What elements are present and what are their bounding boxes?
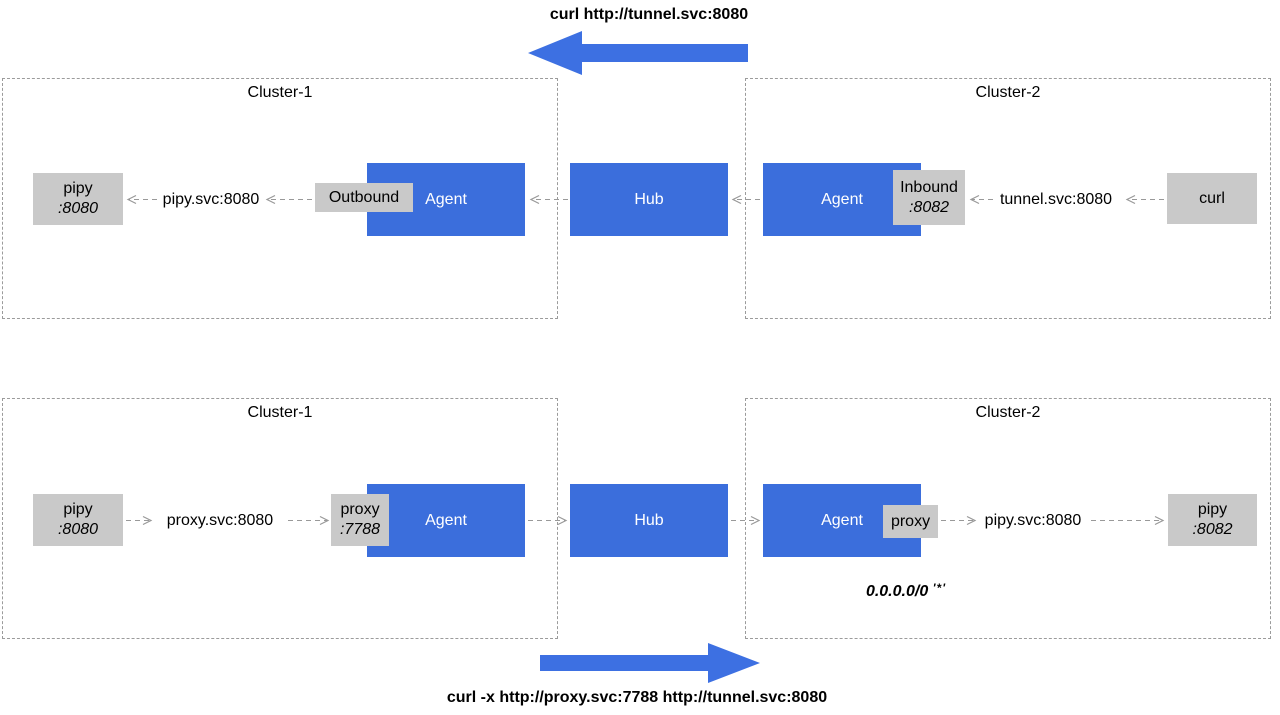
cluster-title: Cluster-2 [975, 404, 1041, 421]
node-port: :8080 [57, 200, 99, 217]
pipy-node-bottom-right: pipy :8082 [1168, 494, 1257, 546]
node-label: curl [1199, 189, 1225, 207]
bottom-flow-arrow-right [540, 643, 760, 683]
node-label: pipy [1197, 501, 1228, 518]
top-cluster-2: Cluster-2 [745, 78, 1271, 319]
top-flow-arrow-left [528, 31, 748, 75]
cidr-annotation: 0.0.0.0/0 '*' [826, 581, 986, 601]
node-port: :8080 [57, 521, 99, 538]
node-label: pipy [63, 180, 93, 197]
top-cluster-1: Cluster-1 [2, 78, 558, 319]
cluster-title: Cluster-2 [975, 84, 1041, 101]
tag-label: Outbound [328, 188, 400, 206]
hub-node-bottom: Hub [570, 484, 728, 557]
cluster-title: Cluster-1 [247, 404, 313, 421]
pipy-node-bottom-left: pipy :8080 [33, 494, 123, 546]
node-label: Agent [821, 190, 863, 208]
tag-label: proxy [340, 501, 380, 518]
proxy-tag: proxy [883, 505, 938, 538]
node-label: pipy [63, 501, 93, 518]
service-label-proxy-svc: proxy.svc:8080 [166, 512, 274, 529]
cidr-text: 0.0.0.0/0 [865, 583, 929, 600]
node-port: :8082 [1192, 521, 1233, 538]
proxy-port-tag: proxy :7788 [331, 494, 389, 546]
bottom-cluster-2: Cluster-2 [745, 398, 1271, 639]
tag-port: :8082 [908, 198, 950, 216]
agent-node-cluster2-bottom: Agent [763, 484, 921, 557]
hub-node-top: Hub [570, 163, 728, 236]
node-label: Hub [634, 190, 664, 208]
tag-label: proxy [890, 512, 931, 530]
wildcard-text: '*' [932, 581, 947, 595]
node-label: Agent [425, 511, 467, 529]
node-label: Agent [821, 511, 863, 529]
bottom-flow-caption: curl -x http://proxy.svc:7788 http://tun… [446, 689, 828, 706]
node-label: Hub [634, 511, 664, 529]
top-flow-caption: curl http://tunnel.svc:8080 [549, 6, 749, 23]
cluster-title: Cluster-1 [247, 84, 313, 101]
service-label-pipy-svc-top: pipy.svc:8080 [162, 191, 260, 208]
pipy-node-top: pipy :8080 [33, 173, 123, 225]
tag-label: Inbound [900, 178, 958, 196]
service-label-tunnel-svc: tunnel.svc:8080 [999, 191, 1113, 208]
service-label-pipy-svc-bottom: pipy.svc:8080 [984, 512, 1082, 529]
bottom-cluster-1: Cluster-1 [2, 398, 558, 639]
inbound-tag: Inbound :8082 [893, 170, 965, 225]
curl-node: curl [1167, 173, 1257, 224]
outbound-tag: Outbound [315, 183, 413, 212]
tag-port: :7788 [339, 521, 381, 538]
agent-node-cluster1-bottom: Agent [367, 484, 525, 557]
node-label: Agent [425, 190, 467, 208]
